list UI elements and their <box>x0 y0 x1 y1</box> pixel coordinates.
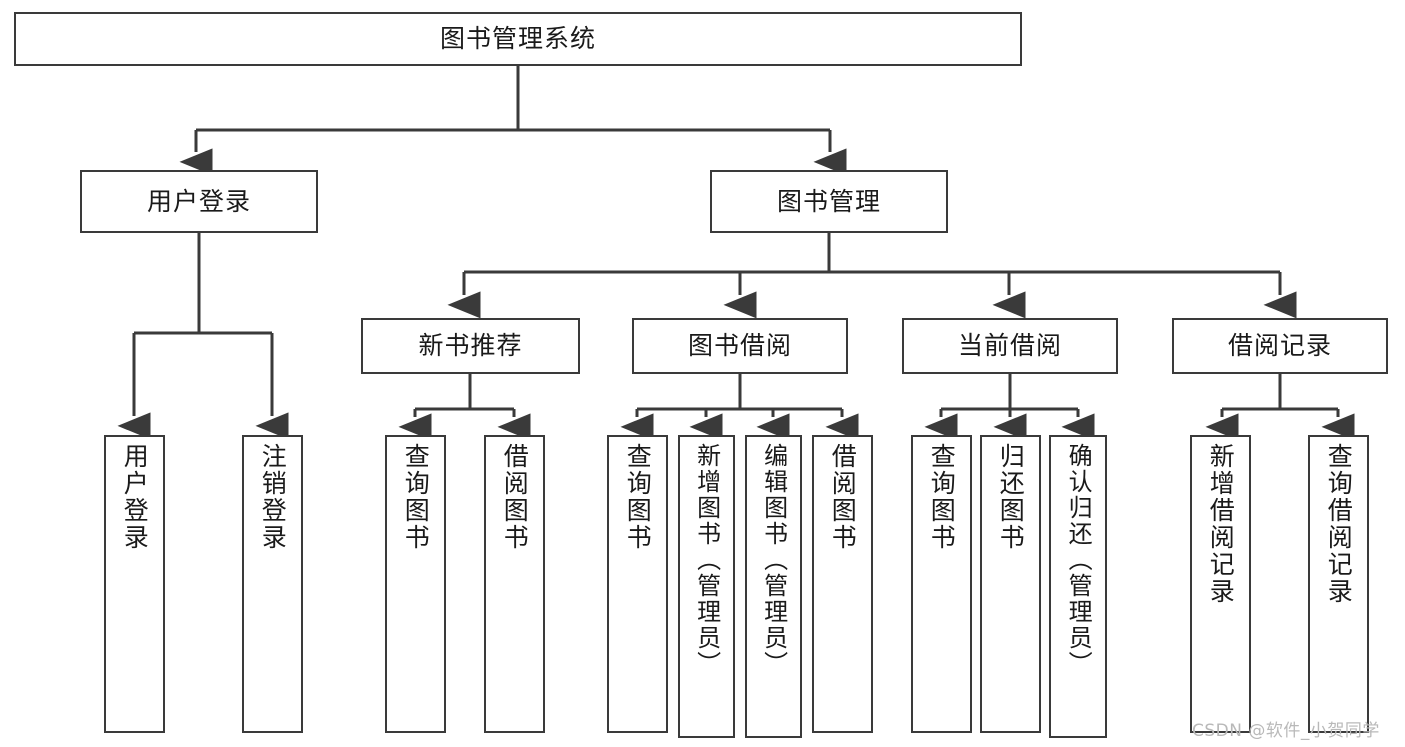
node-leaf-query-book-2[interactable]: 查询图书 <box>607 435 668 733</box>
node-borrow-record[interactable]: 借阅记录 <box>1172 318 1388 374</box>
node-root[interactable]: 图书管理系统 <box>14 12 1022 66</box>
node-current-borrow[interactable]: 当前借阅 <box>902 318 1118 374</box>
node-leaf-add-book[interactable]: 新增图书（管理员） <box>678 435 735 738</box>
node-borrow-record-label: 借阅记录 <box>1227 331 1332 361</box>
node-leaf-confirm-return-label: 确认归还（管理员） <box>1064 443 1093 677</box>
node-user-login-label: 用户登录 <box>146 186 251 216</box>
node-leaf-logout[interactable]: 注销登录 <box>242 435 303 733</box>
node-leaf-query-book-2-label: 查询图书 <box>623 443 653 551</box>
node-leaf-borrow-book-2-label: 借阅图书 <box>828 443 858 551</box>
node-book-manage-label: 图书管理 <box>776 186 881 216</box>
node-leaf-query-book-3[interactable]: 查询图书 <box>911 435 972 733</box>
node-leaf-borrow-book-1-label: 借阅图书 <box>500 443 530 551</box>
csdn-watermark: CSDN @软件_小贺同学 <box>1192 721 1380 741</box>
node-leaf-query-book-1-label: 查询图书 <box>401 443 431 551</box>
node-leaf-confirm-return[interactable]: 确认归还（管理员） <box>1049 435 1107 738</box>
node-leaf-query-book-3-label: 查询图书 <box>927 443 957 551</box>
node-current-borrow-label: 当前借阅 <box>957 331 1062 361</box>
node-leaf-add-book-label: 新增图书（管理员） <box>692 443 721 677</box>
node-leaf-edit-book[interactable]: 编辑图书（管理员） <box>745 435 802 738</box>
node-leaf-query-record[interactable]: 查询借阅记录 <box>1308 435 1369 733</box>
node-leaf-add-record[interactable]: 新增借阅记录 <box>1190 435 1251 733</box>
node-book-manage[interactable]: 图书管理 <box>710 170 948 233</box>
node-leaf-return-book-label: 归还图书 <box>996 443 1026 551</box>
node-book-borrow[interactable]: 图书借阅 <box>632 318 848 374</box>
node-leaf-user-login-label: 用户登录 <box>120 443 150 551</box>
node-leaf-query-book-1[interactable]: 查询图书 <box>385 435 446 733</box>
node-root-label: 图书管理系统 <box>439 24 596 54</box>
node-leaf-borrow-book-2[interactable]: 借阅图书 <box>812 435 873 733</box>
node-leaf-add-record-label: 新增借阅记录 <box>1206 443 1236 605</box>
node-new-book-recommend-label: 新书推荐 <box>418 331 523 361</box>
node-leaf-borrow-book-1[interactable]: 借阅图书 <box>484 435 545 733</box>
node-book-borrow-label: 图书借阅 <box>687 331 792 361</box>
node-new-book-recommend[interactable]: 新书推荐 <box>361 318 580 374</box>
node-leaf-user-login[interactable]: 用户登录 <box>104 435 165 733</box>
node-leaf-query-record-label: 查询借阅记录 <box>1324 443 1354 605</box>
node-leaf-return-book[interactable]: 归还图书 <box>980 435 1041 733</box>
node-leaf-logout-label: 注销登录 <box>258 443 288 551</box>
node-leaf-edit-book-label: 编辑图书（管理员） <box>759 443 788 677</box>
node-user-login[interactable]: 用户登录 <box>80 170 318 233</box>
